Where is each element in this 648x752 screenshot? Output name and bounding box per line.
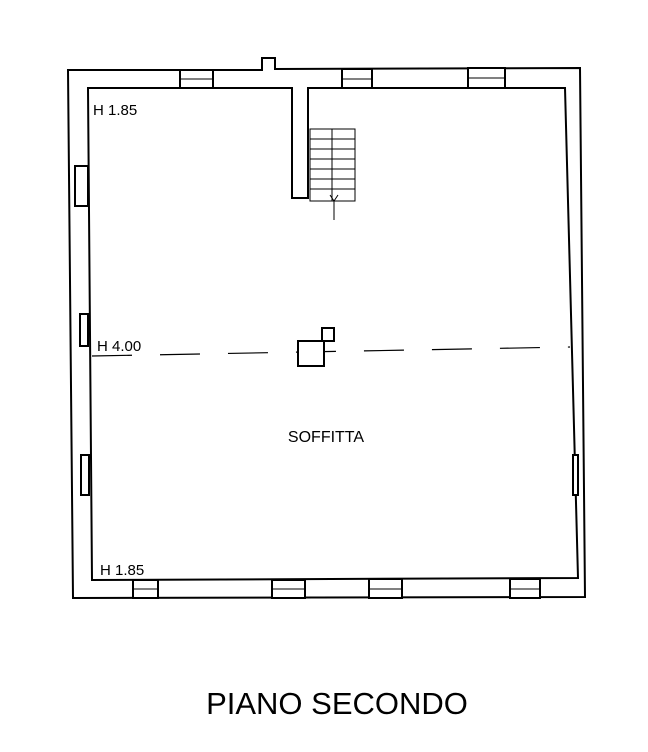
window-top-1	[179, 69, 214, 89]
plan-title: PIANO SECONDO	[206, 686, 468, 721]
ridge-line	[91, 346, 571, 357]
room-label: SOFFITTA	[288, 429, 364, 446]
height-label-top: H 1.85	[93, 102, 137, 119]
staircase	[309, 128, 356, 220]
window-bottom-4	[509, 578, 541, 599]
chimney-flue	[297, 340, 325, 367]
window-top-2	[341, 68, 373, 89]
wall-niche-1	[74, 165, 89, 207]
inner-wall	[86, 87, 580, 582]
window-bottom-3	[368, 578, 403, 599]
wall-niche-4	[572, 454, 579, 496]
window-bottom-1	[132, 579, 159, 599]
wall-niche-3	[80, 454, 90, 496]
window-top-3	[467, 67, 506, 89]
wall-niche-2	[79, 313, 89, 347]
window-bottom-2	[271, 579, 306, 599]
outer-wall	[66, 57, 587, 600]
height-label-bottom: H 1.85	[100, 562, 144, 579]
height-label-middle: H 4.00	[97, 338, 141, 355]
chimney-flue-small	[321, 327, 335, 342]
